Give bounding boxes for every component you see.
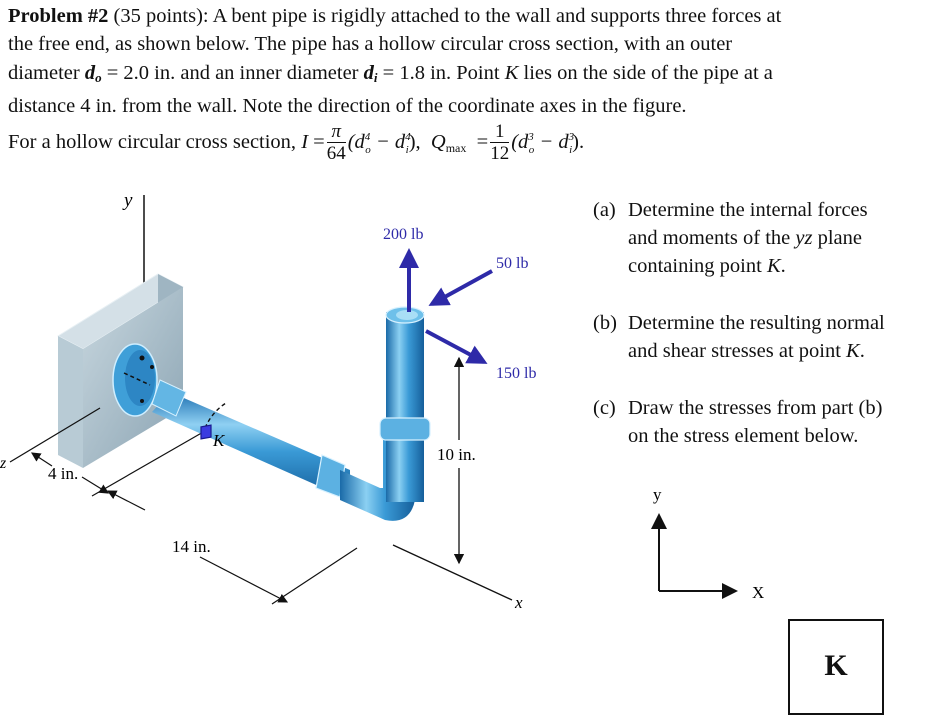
dim-4-arrow-left	[30, 452, 53, 467]
inner-diameter-symbol: di	[363, 61, 378, 85]
dim-14-label: 14 in.	[172, 537, 211, 556]
part-b: (b) Determine the resulting normal and sh…	[593, 309, 885, 365]
problem-text: = 1.8 in. Point	[377, 61, 505, 84]
x-axis-line	[392, 544, 513, 601]
denominator: 12	[490, 143, 510, 164]
y-axis-label: y	[122, 190, 133, 211]
part-a: (a) Determine the internal forces and mom…	[593, 196, 868, 280]
part-text: containing point	[628, 255, 767, 277]
subscript: o	[528, 144, 535, 157]
point-k-ref: K	[766, 255, 781, 277]
x-axis-label: x	[514, 593, 523, 612]
term: − d	[370, 131, 406, 154]
dim-10-label: 10 in.	[437, 445, 476, 464]
part-label: (b)	[593, 312, 617, 334]
part-text: plane	[812, 227, 862, 249]
force-50lb-label: 50 lb	[496, 255, 528, 272]
problem-line-3: diameter do = 2.0 in. and an inner diame…	[8, 59, 928, 92]
problem-text: diameter	[8, 61, 85, 84]
problem-statement: Problem #2 (35 points): A bent pipe is r…	[8, 2, 928, 121]
dim-14-arrow-left	[106, 490, 146, 511]
inertia-body: (d4o − d4i),	[347, 131, 421, 157]
part-text: and moments of the	[628, 227, 796, 249]
term: (d	[511, 131, 529, 154]
stress-element-box[interactable]: K	[788, 619, 884, 715]
subscript: o	[95, 69, 102, 85]
problem-text: A bent pipe is rigidly attached to the w…	[208, 5, 782, 27]
denominator: 64	[326, 143, 346, 164]
problem-text: = 2.0 in. and an inner diameter	[101, 61, 364, 84]
part-text: on the stress element below.	[628, 425, 859, 447]
part-text-line: containing point K.	[593, 252, 868, 280]
first-moment-symbol: Q	[430, 131, 446, 154]
force-50lb-arrow	[428, 269, 493, 306]
subscript: o	[365, 144, 371, 157]
part-c: (c) Draw the stresses from part (b) on th…	[593, 394, 882, 450]
problem-line-2: the free end, as shown below. The pipe h…	[8, 33, 733, 56]
problem-text: lies on the side of the pipe at a	[518, 61, 773, 84]
element-y-label: y	[653, 485, 662, 504]
q-body: (d3o − d3i).	[511, 131, 585, 157]
z-axis-line	[9, 407, 101, 463]
force-150lb-arrow	[425, 329, 488, 364]
symbol: d	[84, 61, 96, 84]
exponent: 4	[405, 131, 411, 144]
point-k-marker	[200, 424, 212, 440]
moment-of-inertia-symbol: I	[301, 131, 309, 154]
problem-points: (35 points):	[113, 5, 209, 27]
plane-ref: yz	[795, 227, 813, 249]
k-extension-line	[91, 430, 206, 497]
dim-4-label: 4 in.	[48, 464, 78, 483]
vertical-pipe	[379, 306, 431, 502]
stress-element-label: K	[824, 649, 848, 682]
horizontal-pipe	[112, 343, 350, 500]
equals: =	[471, 131, 489, 154]
exponent: 3	[568, 131, 575, 144]
symbol: d	[363, 61, 374, 84]
bent-pipe-figure: y z 4 in. 14 in. x	[0, 190, 536, 612]
point-k-label: K	[212, 431, 226, 450]
part-text: .	[780, 255, 786, 277]
part-text: Determine the internal forces	[628, 199, 868, 221]
part-text: .	[859, 340, 865, 362]
part-label: (c)	[593, 397, 616, 419]
equals: =	[308, 131, 325, 154]
outer-diameter-symbol: do	[84, 61, 102, 85]
part-text: and shear stresses at point	[628, 340, 847, 362]
subscript: i	[569, 144, 573, 157]
problem-line-4: distance 4 in. from the wall. Note the d…	[8, 95, 687, 118]
problem-line-1: Problem #2 (35 points): A bent pipe is r…	[8, 2, 928, 30]
section-formulas: For a hollow circular cross section, I =…	[8, 122, 584, 165]
problem-heading: Problem #2	[8, 5, 109, 27]
element-x-label: X	[752, 583, 764, 602]
part-text: Draw the stresses from part (b)	[628, 397, 883, 419]
term: (d	[347, 131, 365, 154]
exponent: 3	[528, 131, 534, 144]
part-text: Determine the resulting normal	[628, 312, 885, 334]
subscript: i	[405, 144, 409, 157]
force-150lb-label: 150 lb	[496, 365, 536, 382]
point-k-ref: K	[846, 340, 860, 362]
numerator: 1	[490, 122, 510, 143]
term: ),	[408, 131, 421, 154]
subscript: max	[445, 141, 467, 156]
part-label: (a)	[593, 199, 616, 221]
subscript: i	[373, 69, 378, 85]
elbow-extension-line	[271, 547, 358, 605]
point-k-ref: K	[504, 61, 519, 84]
exponent: 4	[364, 131, 371, 144]
z-axis-label: z	[0, 455, 7, 472]
formula-intro: For a hollow circular cross section,	[8, 131, 302, 154]
dim-4-arrow-right	[81, 476, 110, 494]
stress-element-axes: y X	[651, 485, 764, 602]
term: − d	[534, 131, 569, 154]
force-200lb-label: 200 lb	[383, 226, 423, 243]
dim-14-arrow-right	[199, 556, 289, 603]
term: ).	[572, 131, 585, 154]
part-text-line: and moments of the yz plane	[593, 224, 868, 252]
numerator: π	[326, 122, 346, 143]
part-text-line: and shear stresses at point K.	[593, 337, 885, 365]
